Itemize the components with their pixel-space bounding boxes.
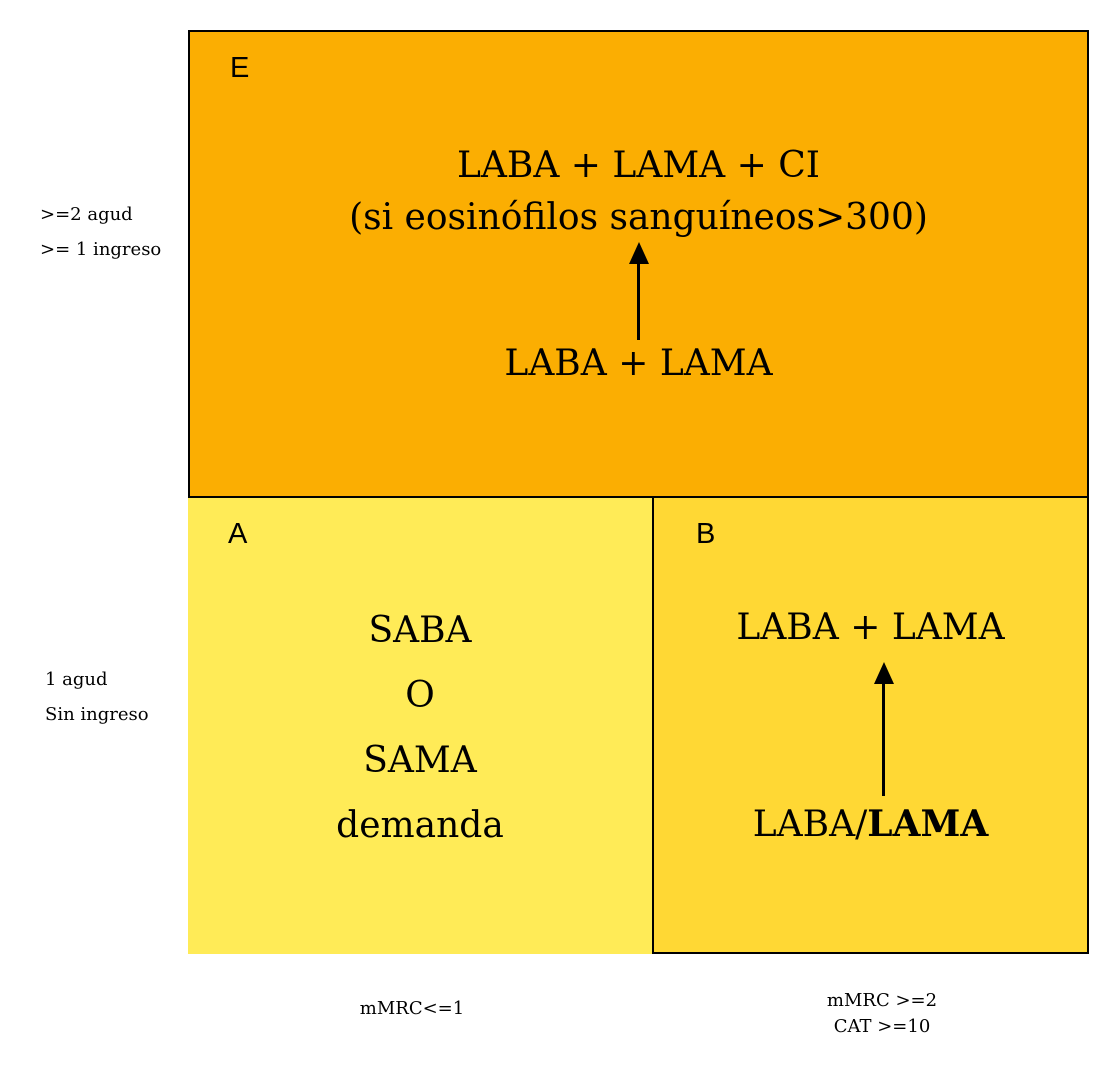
y-axis-label-high: >=2 agud >= 1 ingreso (40, 197, 161, 267)
quadrant-b: B LABA + LAMA LABA/LAMA (652, 496, 1089, 954)
quadrant-e-target-line2: (si eosinófilos sanguíneos>300) (349, 197, 928, 238)
quadrant-a-option-saba: SABA (368, 610, 472, 651)
quadrant-b-start: LABA/LAMA (654, 796, 1087, 853)
y-axis-exacerbations-low: 1 agud (45, 669, 108, 690)
quadrant-a: A SABA O SAMA demanda (188, 496, 652, 954)
y-axis-exacerbations-high: >=2 agud (40, 204, 133, 225)
x-axis-cat-high: CAT >=10 (833, 1016, 931, 1037)
quadrant-b-target: LABA + LAMA (736, 607, 1005, 648)
quadrant-e: E LABA + LAMA + CI (si eosinófilos sangu… (188, 30, 1089, 496)
quadrant-a-option-demand: demanda (336, 805, 504, 846)
x-axis-label-right: mMRC >=2 CAT >=10 (782, 988, 982, 1040)
quadrant-e-arrow-shaft (637, 260, 640, 340)
quadrant-e-target-line1: LABA + LAMA + CI (457, 145, 820, 186)
quadrant-a-letter: A (228, 518, 248, 550)
quadrant-e-arrow-head (629, 242, 649, 264)
y-axis-label-low: 1 agud Sin ingreso (45, 662, 149, 732)
quadrant-b-letter: B (696, 518, 716, 550)
quadrant-e-start: LABA + LAMA (504, 343, 773, 384)
quadrant-b-start-bold: LAMA (867, 803, 989, 845)
quadrant-e-letter: E (230, 52, 250, 84)
y-axis-admissions-low: Sin ingreso (45, 704, 149, 725)
x-axis-label-left: mMRC<=1 (359, 998, 465, 1019)
quadrant-b-arrow-head (874, 662, 894, 684)
quadrant-b-start-prefix: LABA/ (752, 804, 868, 845)
y-axis-admissions-high: >= 1 ingreso (40, 239, 162, 260)
x-axis-dyspnea-high: mMRC >=2 (826, 990, 938, 1011)
quadrant-a-options: SABA O SAMA demanda (188, 598, 652, 858)
quadrant-a-option-sama: SAMA (363, 740, 477, 781)
quadrant-a-option-or: O (405, 675, 435, 716)
quadrant-b-arrow-shaft (882, 680, 885, 796)
